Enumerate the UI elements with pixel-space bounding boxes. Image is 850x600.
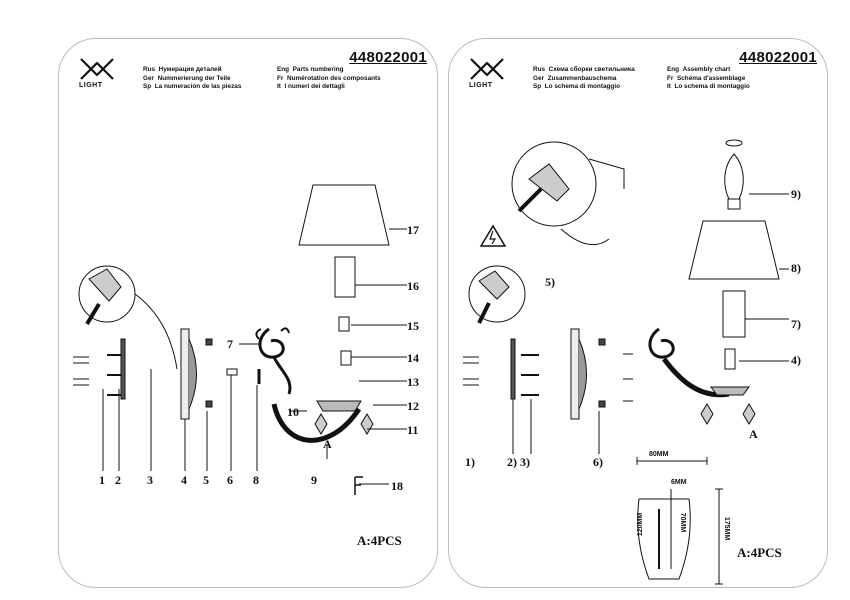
callout-2: 2: [115, 473, 121, 487]
detail-a-label: A: [323, 437, 332, 451]
callout-7: 7: [227, 337, 233, 351]
candle-bulb-icon: [724, 139, 744, 210]
callout-10: 10: [287, 405, 299, 419]
header-col-2: Eng Parts numbering Fr Numérotation des …: [277, 66, 381, 91]
callout-6: 6: [227, 473, 233, 487]
assembly-drawing: [463, 139, 789, 585]
mw-light-logo-icon: [470, 58, 504, 80]
callout-7: 7): [791, 317, 801, 331]
dimension-hole: 6MM: [671, 479, 687, 486]
wiring-detail-magnifier: [511, 141, 625, 246]
assembly-chart-panel: LIGHT 448022001 Rus Схема сборки светиль…: [448, 38, 828, 588]
callout-4: 4): [791, 353, 801, 367]
logo-text: LIGHT: [79, 82, 103, 89]
header-col-1: Rus Нумерация деталей Ger Nummerierung d…: [143, 66, 242, 91]
wall-plate: [180, 328, 197, 420]
callout-3: 3: [147, 473, 153, 487]
callout-12: 12: [407, 399, 419, 413]
crystal-pendant: [360, 413, 374, 435]
detail-a-label: A: [749, 427, 758, 441]
callout-6: 6): [593, 455, 603, 469]
callout-9: 9: [311, 473, 317, 487]
callout-1: 1): [465, 455, 475, 469]
crystal-pendant: [314, 413, 328, 435]
article-code: 448022001: [349, 49, 427, 66]
dimension-height: 175MM: [723, 516, 731, 541]
wiring-detail-magnifier: [78, 265, 178, 370]
callout-8: 8: [253, 473, 259, 487]
callout-16: 16: [407, 279, 419, 293]
callout-5: 5): [545, 275, 555, 289]
parts-numbering-panel: LIGHT 448022001 Rus Нумерация деталей Ge…: [58, 38, 438, 588]
article-code: 448022001: [739, 49, 817, 66]
lamp-shade: [688, 220, 780, 280]
dimension-spacing: 70MM: [679, 512, 687, 533]
callout-18: 18: [391, 479, 403, 493]
curved-arm: [271, 403, 362, 443]
bobeche-cup: [316, 400, 362, 412]
callout-1: 1: [99, 473, 105, 487]
wiring-detail-magnifier-small: [468, 265, 526, 324]
callout-9: 9): [791, 187, 801, 201]
quantity-note: A:4PCS: [737, 545, 782, 560]
lamp-shade: [298, 184, 390, 246]
callout-13: 13: [407, 375, 419, 389]
callout-14: 14: [407, 351, 419, 365]
callout-11: 11: [407, 423, 419, 437]
leader-lines: [102, 228, 407, 485]
f-symbol: [354, 476, 363, 495]
quantity-note: A:4PCS: [357, 533, 402, 548]
crystal-pendant: [700, 403, 714, 425]
header-col-2: Eng Assembly chart Fr Schéma d'assemblag…: [667, 66, 750, 91]
callout-8: 8): [791, 261, 801, 275]
callout-5: 5: [203, 473, 209, 487]
exploded-parts-drawing: [73, 184, 407, 495]
dimension-plate: 120MM: [637, 512, 645, 537]
mw-light-logo-icon: [80, 58, 114, 80]
mounting-screws: [73, 338, 126, 400]
callout-17: 17: [407, 223, 419, 237]
callout-2-3: 2) 3): [507, 455, 530, 469]
header-col-1: Rus Схема сборки светильника Ger Zusamme…: [533, 66, 635, 91]
logo-text: LIGHT: [469, 82, 493, 89]
crystal-pendant: [742, 403, 756, 425]
wall-plate-dimension-drawing: [636, 457, 723, 585]
callout-4: 4: [181, 473, 187, 487]
dimension-width: 80MM: [649, 451, 669, 458]
decorative-scroll-arm: [255, 327, 292, 395]
electric-warning-icon: [479, 224, 507, 247]
callout-15: 15: [407, 319, 419, 333]
